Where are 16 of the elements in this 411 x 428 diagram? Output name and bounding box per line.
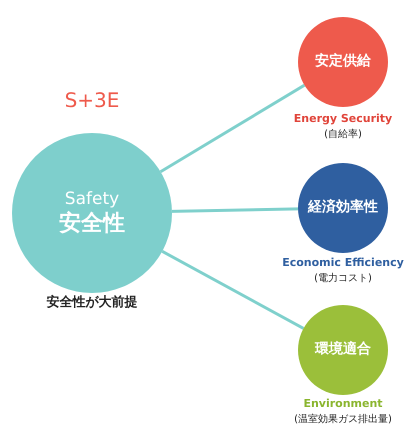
- caption-heading: Economic Efficiency: [282, 256, 404, 269]
- caption-heading: Environment: [303, 397, 383, 410]
- caption-note: 安全性が大前提: [46, 294, 138, 311]
- node-label: 環境適合: [315, 341, 371, 359]
- connector-line: [162, 250, 304, 330]
- node-label: 安全性: [59, 210, 125, 238]
- caption-note: (自給率): [324, 128, 362, 141]
- connector-line: [160, 84, 306, 174]
- node-label: 安定供給: [315, 53, 371, 71]
- caption-heading: S+3E: [64, 88, 120, 112]
- caption-note: (電力コスト): [314, 272, 372, 285]
- node-label: 経済効率性: [308, 199, 378, 217]
- node-label: Safety: [64, 188, 120, 210]
- caption-note: (温室効果ガス排出量): [294, 412, 392, 426]
- connector-line: [172, 207, 298, 213]
- caption-heading: Energy Security: [294, 112, 392, 125]
